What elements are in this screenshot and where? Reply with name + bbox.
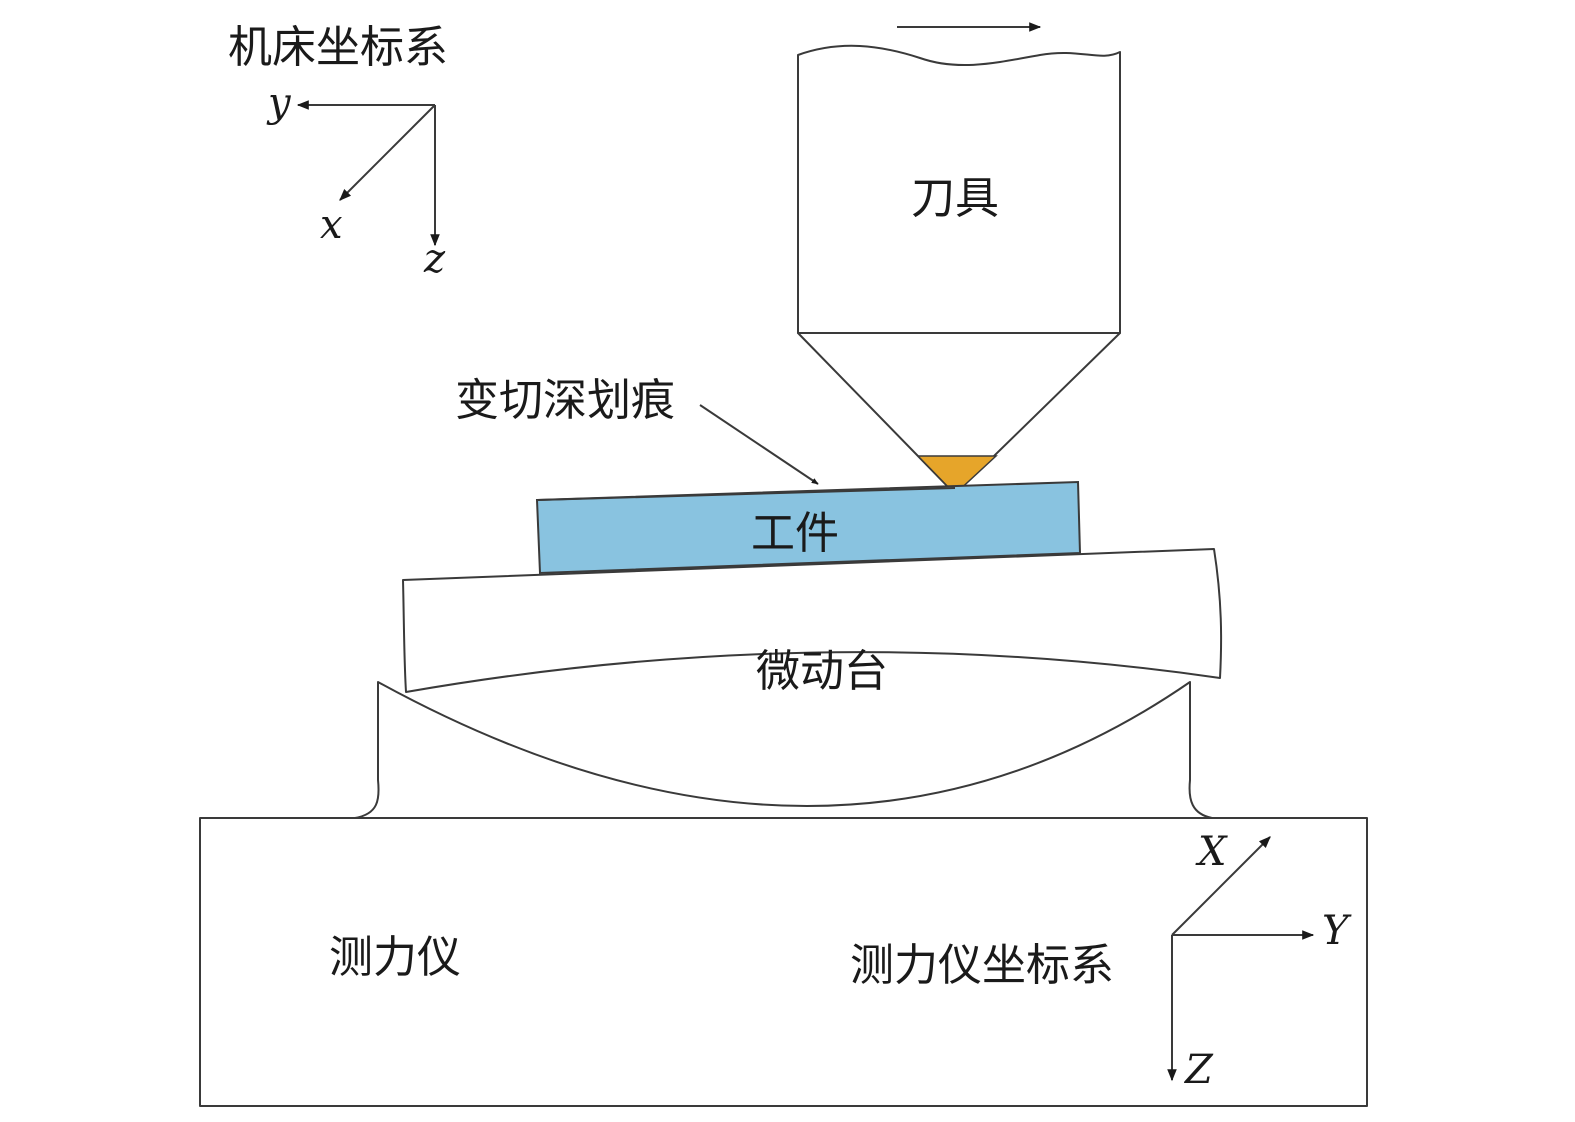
- tool-cone: [797, 332, 1121, 495]
- machine-coord-label: 机床坐标系: [228, 22, 448, 73]
- workpiece-label: 工件: [751, 508, 839, 559]
- tool-tip: [916, 455, 998, 496]
- workpiece-body: [535, 480, 1082, 575]
- dynamometer-coordinate-system: X Y Z 测力仪坐标系: [850, 829, 1352, 1093]
- leader-arrow-icon: [699, 404, 819, 485]
- tool-body: [797, 44, 1121, 334]
- dyn-y-axis-label: Y: [1322, 908, 1352, 954]
- stage-body: [402, 548, 1223, 693]
- dyn-x-axis-arrow: [1171, 836, 1271, 936]
- dyn-z-axis-label: Z: [1183, 1047, 1214, 1093]
- micro-motion-stage: 微动台: [402, 548, 1223, 697]
- machine-x-axis-label: x: [320, 202, 343, 248]
- stage-label: 微动台: [756, 646, 888, 697]
- machine-y-axis-label: y: [266, 80, 292, 126]
- machine-z-axis-label: z: [423, 236, 446, 282]
- dyn-x-axis-label: X: [1195, 829, 1228, 875]
- scratch-label: 变切深划痕: [455, 375, 675, 426]
- machine-x-axis-arrow: [339, 104, 436, 201]
- machine-coordinate-system: 机床坐标系 y x z: [228, 22, 448, 282]
- dyn-coord-label: 测力仪坐标系: [850, 940, 1114, 991]
- workpiece: 工件: [535, 480, 1082, 575]
- tool-label: 刀具: [911, 173, 999, 224]
- tool: 刀具: [797, 44, 1121, 496]
- dynamometer-label: 测力仪: [329, 932, 461, 983]
- stage-support: [354, 681, 1213, 819]
- variable-depth-scratch: [537, 487, 956, 501]
